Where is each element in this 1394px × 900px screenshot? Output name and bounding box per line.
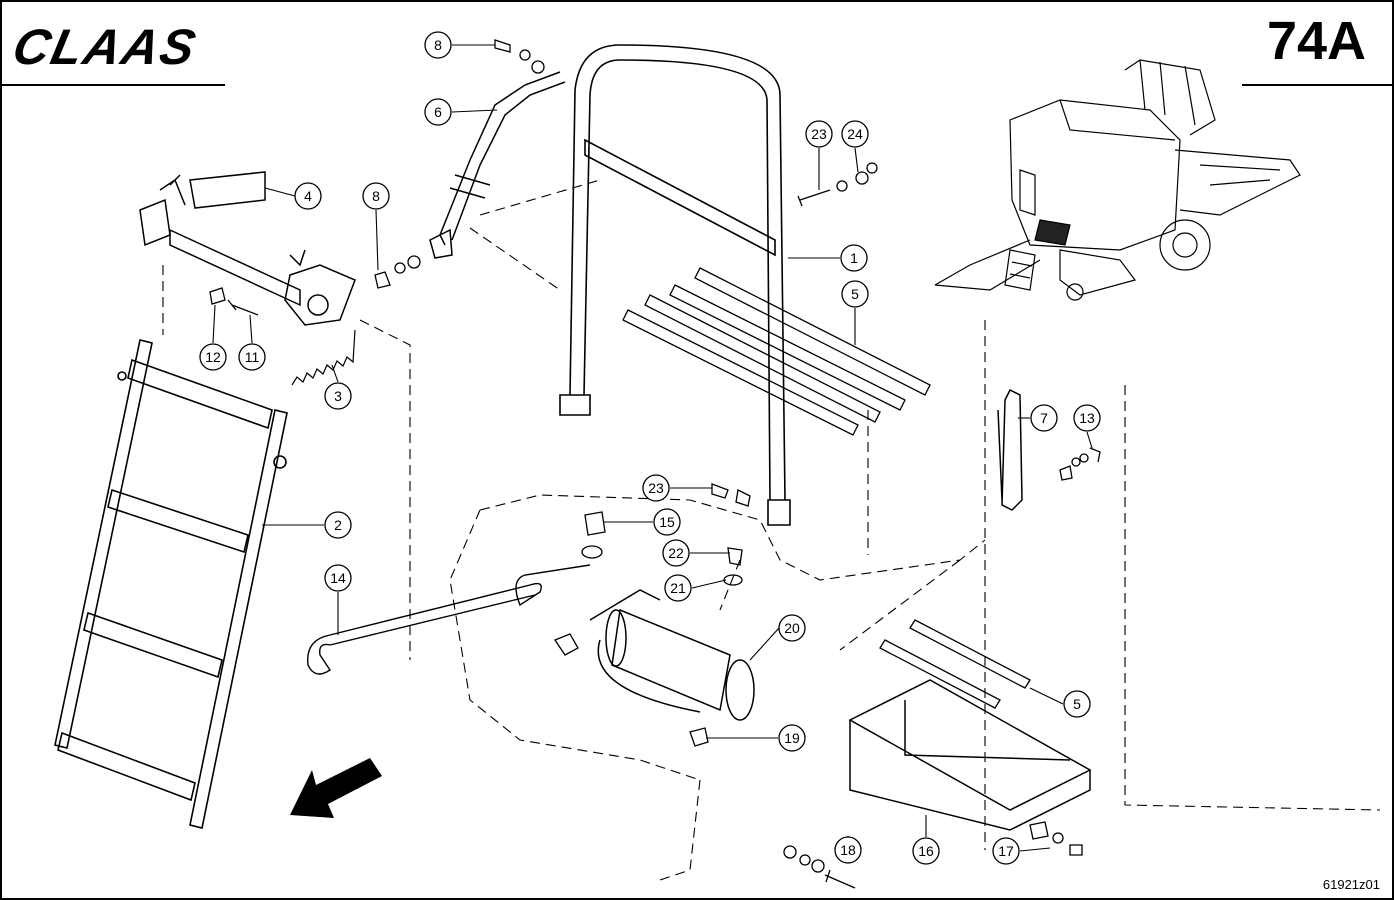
callout-label: 24	[847, 126, 863, 142]
callout-15: 15	[653, 508, 681, 536]
callout-circle	[841, 120, 869, 148]
machine-overview-illustration	[934, 59, 1301, 301]
callout-label: 1	[850, 250, 858, 266]
tension-spring-part	[291, 329, 356, 386]
callout-5: 5	[1063, 690, 1091, 718]
callout-circle	[653, 508, 681, 536]
callout-circle	[912, 837, 940, 865]
callout-7: 7	[1030, 404, 1058, 432]
callout-circle	[840, 244, 868, 272]
callout-6: 6	[424, 98, 452, 126]
callout-21: 21	[664, 574, 692, 602]
callout-circle	[294, 182, 322, 210]
callout-3: 3	[324, 382, 352, 410]
step-box-part	[848, 679, 1092, 831]
callout-label: 8	[434, 37, 442, 53]
callout-label: 2	[334, 517, 342, 533]
callout-label: 14	[330, 570, 346, 586]
ladder-part	[54, 339, 288, 829]
callout-circle	[362, 182, 390, 210]
callout-label: 20	[784, 620, 800, 636]
callout-circle	[1073, 404, 1101, 432]
callout-circle	[664, 574, 692, 602]
callout-label: 8	[372, 188, 380, 204]
callout-label: 23	[648, 480, 664, 496]
callout-circle	[1030, 404, 1058, 432]
callout-14: 14	[324, 564, 352, 592]
callout-1: 1	[840, 244, 868, 272]
callout-16: 16	[912, 837, 940, 865]
callout-circle	[642, 474, 670, 502]
callout-13: 13	[1073, 404, 1101, 432]
callout-circle	[424, 98, 452, 126]
callout-4: 4	[294, 182, 322, 210]
grab-handle-part	[997, 388, 1023, 511]
callout-circle	[834, 836, 862, 864]
callout-circle	[778, 724, 806, 752]
callout-23: 23	[805, 120, 833, 148]
callout-label: 22	[668, 545, 684, 561]
fastener-set	[209, 39, 1101, 889]
grip-strip-lower-set	[879, 619, 1031, 709]
callout-circle	[778, 614, 806, 642]
locking-rod-part	[306, 564, 591, 675]
callout-circle	[199, 343, 227, 371]
callout-label: 12	[205, 349, 221, 365]
callout-circle	[992, 837, 1020, 865]
callout-label: 19	[784, 730, 800, 746]
page-number: 74A	[1266, 11, 1366, 71]
direction-arrow-icon	[290, 758, 382, 818]
canister-part	[589, 589, 755, 721]
callout-circle	[324, 511, 352, 539]
callout-22: 22	[662, 539, 690, 567]
callout-8: 8	[424, 31, 452, 59]
callout-label: 11	[245, 349, 260, 365]
callout-24: 24	[841, 120, 869, 148]
support-rail-part	[429, 71, 566, 259]
drawing-number: 61921z01	[1322, 877, 1380, 892]
callout-label: 5	[1073, 696, 1081, 712]
callout-label: 5	[851, 286, 859, 302]
callout-circle	[324, 382, 352, 410]
callout-circle	[424, 31, 452, 59]
callout-23: 23	[642, 474, 670, 502]
callout-label: 13	[1079, 410, 1095, 426]
callout-11: 11	[238, 343, 266, 371]
callout-label: 3	[334, 388, 342, 404]
callout-label: 7	[1040, 410, 1048, 426]
callout-circle	[238, 343, 266, 371]
callout-circle	[841, 280, 869, 308]
callout-label: 4	[304, 188, 312, 204]
callout-18: 18	[834, 836, 862, 864]
callout-circle	[1063, 690, 1091, 718]
callout-8: 8	[362, 182, 390, 210]
callout-label: 6	[434, 104, 442, 120]
callout-label: 23	[811, 126, 827, 142]
handrail-part	[559, 44, 791, 526]
callout-circle	[805, 120, 833, 148]
callout-label: 17	[998, 843, 1014, 859]
grip-strip-upper-set	[622, 267, 931, 436]
callout-label: 16	[918, 843, 934, 859]
callout-circle	[662, 539, 690, 567]
callout-17: 17	[992, 837, 1020, 865]
callout-19: 19	[778, 724, 806, 752]
callout-label: 15	[659, 514, 675, 530]
callout-label: 21	[670, 580, 686, 596]
callout-label: 18	[840, 842, 856, 858]
callout-2: 2	[324, 511, 352, 539]
callout-20: 20	[778, 614, 806, 642]
hinge-bracket-part	[139, 171, 356, 326]
callout-5: 5	[841, 280, 869, 308]
callout-circle	[324, 564, 352, 592]
callout-12: 12	[199, 343, 227, 371]
